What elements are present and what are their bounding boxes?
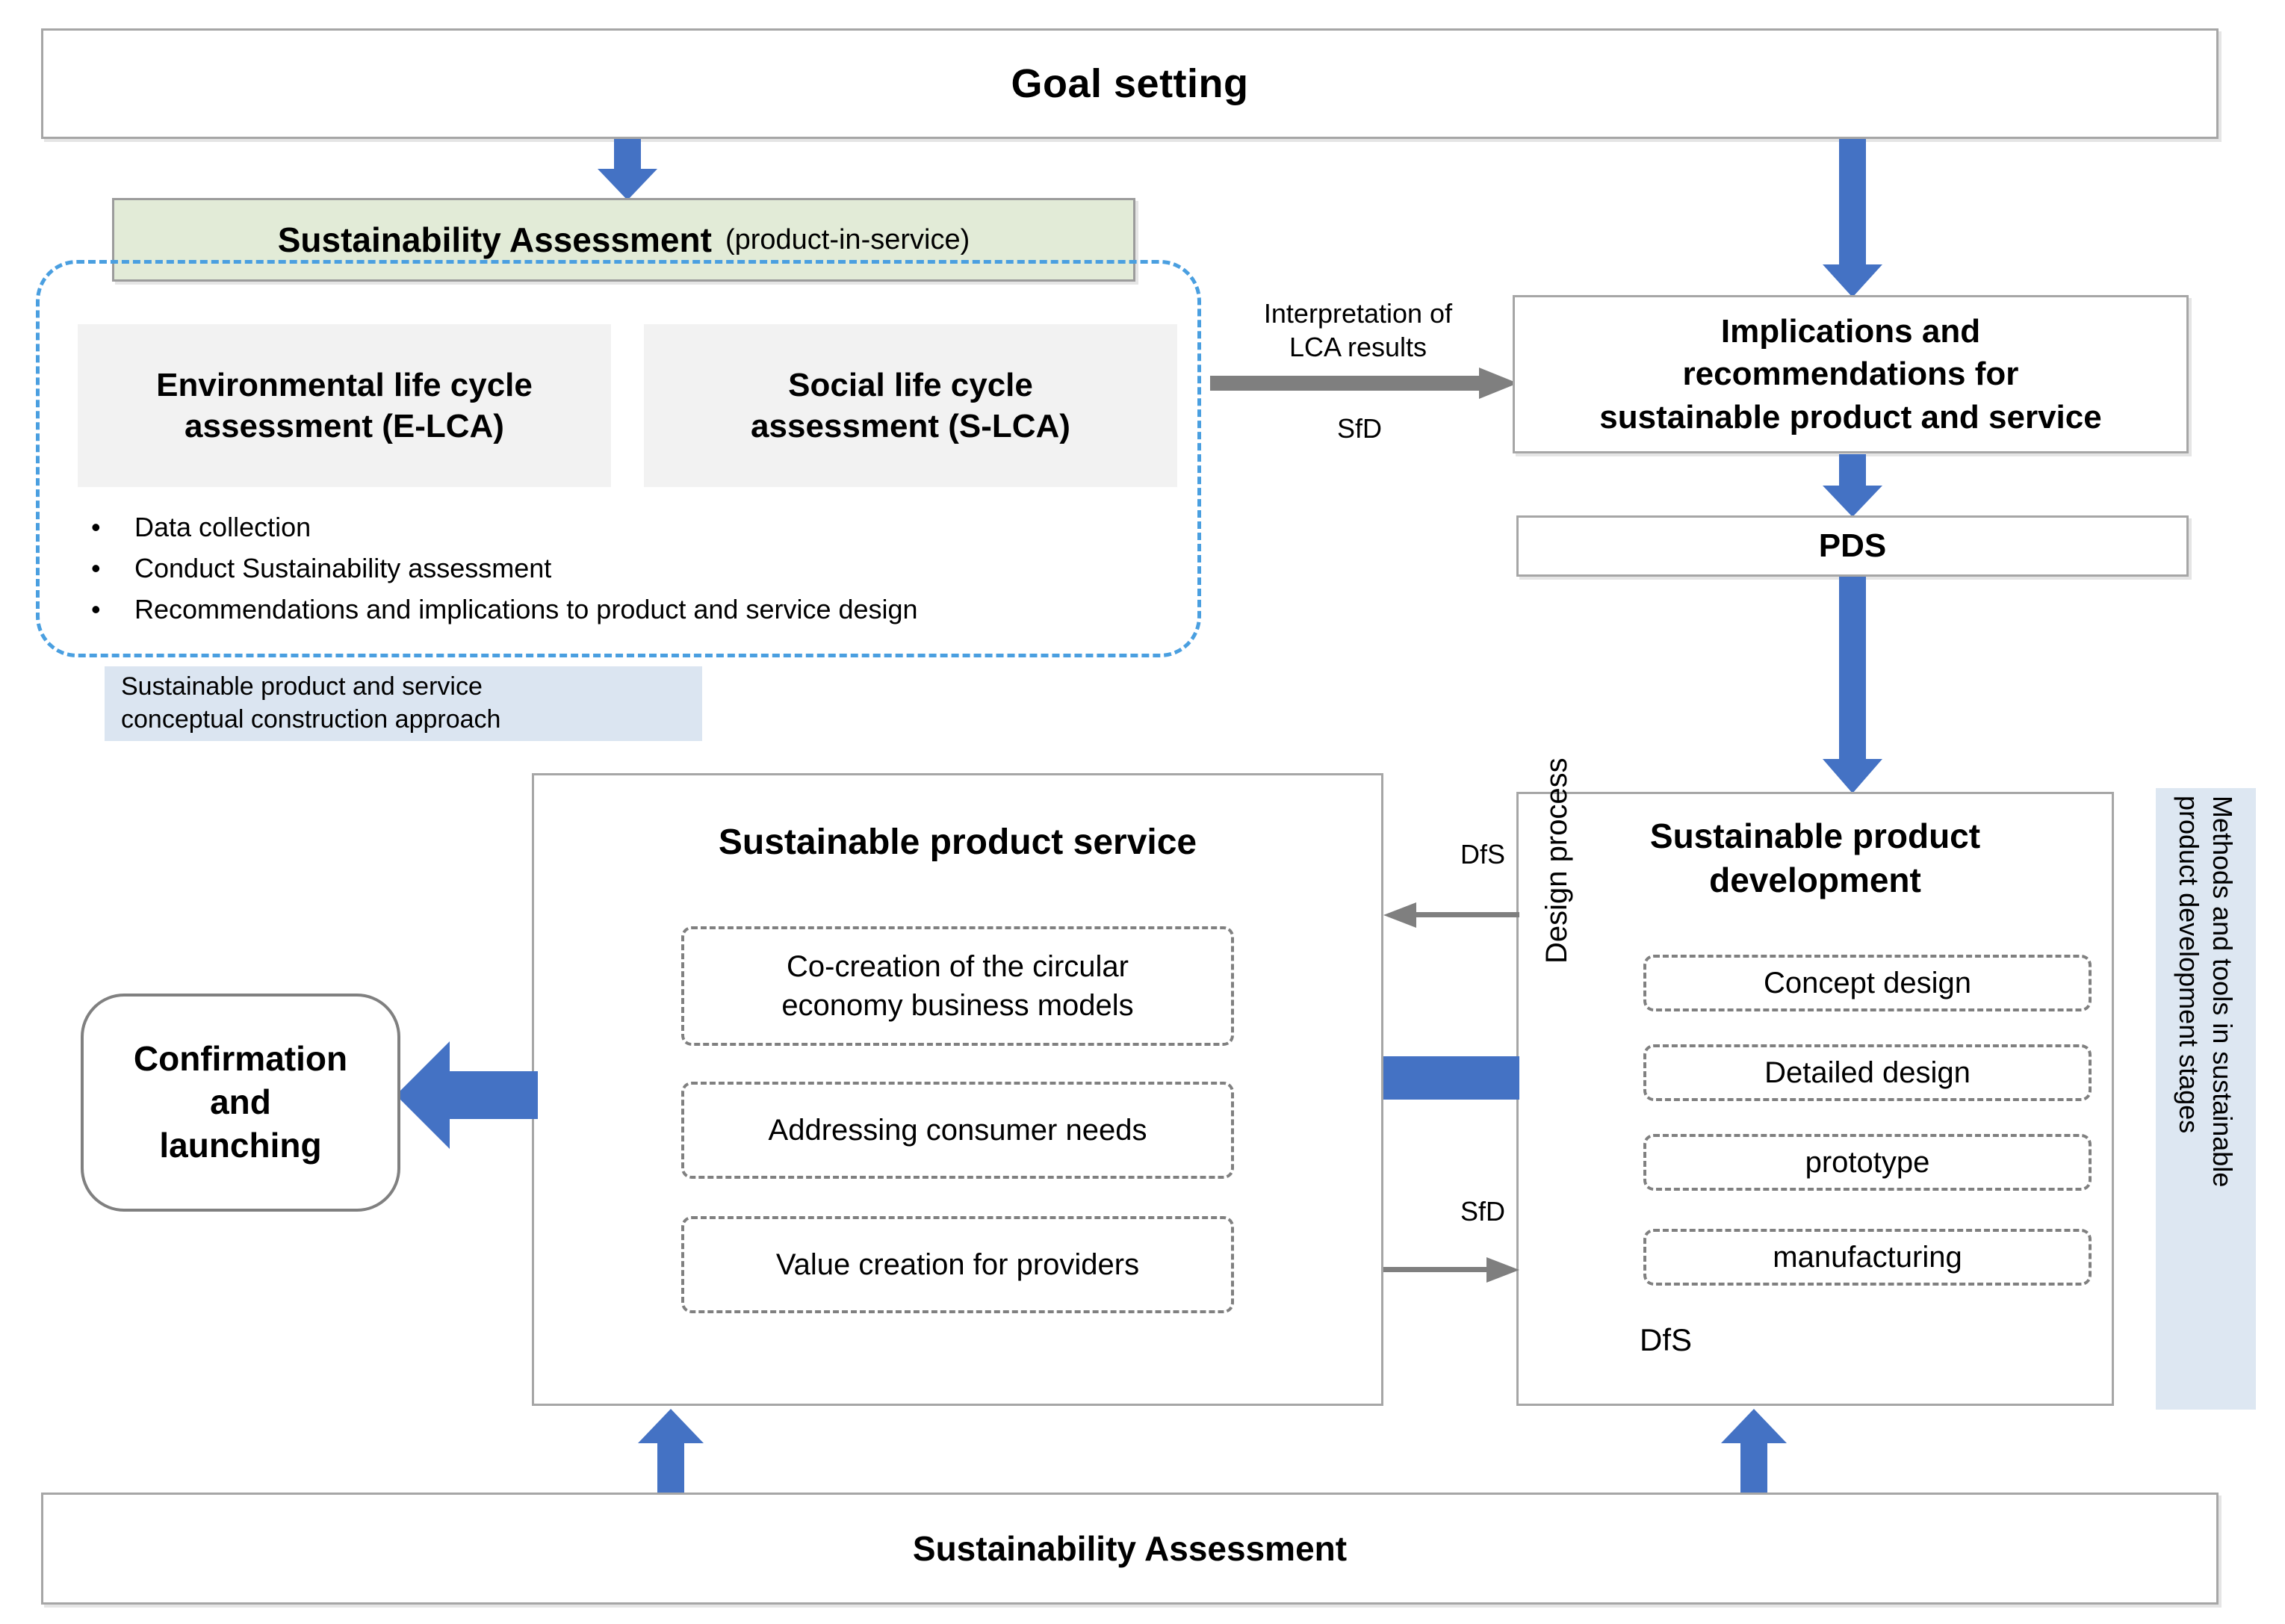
stage-prototype: prototype — [1643, 1134, 2092, 1191]
service-item-value-creation: Value creation for providers — [681, 1216, 1234, 1313]
sustainability-assessment-title: Sustainability Assessment — [277, 220, 712, 259]
sfd-top-label: SfD — [1336, 413, 1382, 444]
arrow-interpretation-to-implications — [1210, 368, 1518, 399]
pds-label: PDS — [1818, 527, 1887, 564]
service-item-label: Value creation for providers — [775, 1248, 1140, 1281]
bullet-text: Recommendations and implications to prod… — [134, 594, 918, 625]
stage-detailed-design: Detailed design — [1643, 1044, 2092, 1101]
list-item: • Recommendations and implications to pr… — [91, 590, 1159, 628]
arrow-development-to-service-dfs — [1383, 902, 1519, 928]
sustainability-assessment-subtitle: (product-in-service) — [725, 223, 970, 255]
bottom-bar-label: Sustainability Assessment — [912, 1529, 1348, 1568]
sustainable-product-service-title: Sustainable product service — [718, 822, 1197, 862]
arrow-service-to-confirmation — [396, 1041, 538, 1149]
assessment-dashed-container — [36, 260, 1201, 657]
arrow-goal-to-implications — [1823, 139, 1882, 297]
bullet-icon: • — [91, 594, 101, 625]
goal-setting-box: Goal setting — [41, 28, 2219, 139]
arrow-pds-to-development — [1823, 577, 1882, 793]
arrow-assessment-to-development — [1721, 1409, 1787, 1494]
bullet-text: Data collection — [134, 512, 311, 542]
service-item-label: Addressing consumer needs — [768, 1114, 1147, 1147]
bottom-sustainability-assessment-bar: Sustainability Assessment — [41, 1493, 2219, 1605]
list-item: • Data collection — [91, 508, 1159, 546]
design-process-label: Design process — [1540, 757, 1573, 964]
goal-setting-label: Goal setting — [1011, 61, 1249, 106]
sfd-middle-label: SfD — [1460, 1196, 1505, 1227]
pds-box: PDS — [1516, 515, 2189, 577]
stage-label: manufacturing — [1773, 1240, 1962, 1274]
sustainability-assessment-header: Sustainability Assessment (product-in-se… — [112, 198, 1135, 282]
bullet-icon: • — [91, 553, 101, 584]
assessment-bullet-list: • Data collection • Conduct Sustainabili… — [91, 508, 1159, 631]
stage-label: prototype — [1805, 1145, 1930, 1179]
stage-concept-design: Concept design — [1643, 955, 2092, 1011]
bullet-text: Conduct Sustainability assessment — [134, 553, 552, 584]
dfs-bottom-label: DfS — [1640, 1322, 1693, 1357]
arrow-service-to-development-sfd — [1383, 1257, 1519, 1283]
list-item: • Conduct Sustainability assessment — [91, 549, 1159, 587]
arrow-implications-to-pds — [1823, 454, 1882, 517]
dfs-middle-label: DfS — [1460, 839, 1505, 870]
arrow-goal-to-assessment — [598, 139, 657, 200]
stage-manufacturing: manufacturing — [1643, 1229, 2092, 1286]
arrow-assessment-to-service — [638, 1409, 704, 1494]
service-item-consumer-needs: Addressing consumer needs — [681, 1082, 1234, 1179]
stage-label: Concept design — [1764, 966, 1971, 999]
stage-label: Detailed design — [1764, 1056, 1971, 1089]
bullet-icon: • — [91, 512, 101, 542]
